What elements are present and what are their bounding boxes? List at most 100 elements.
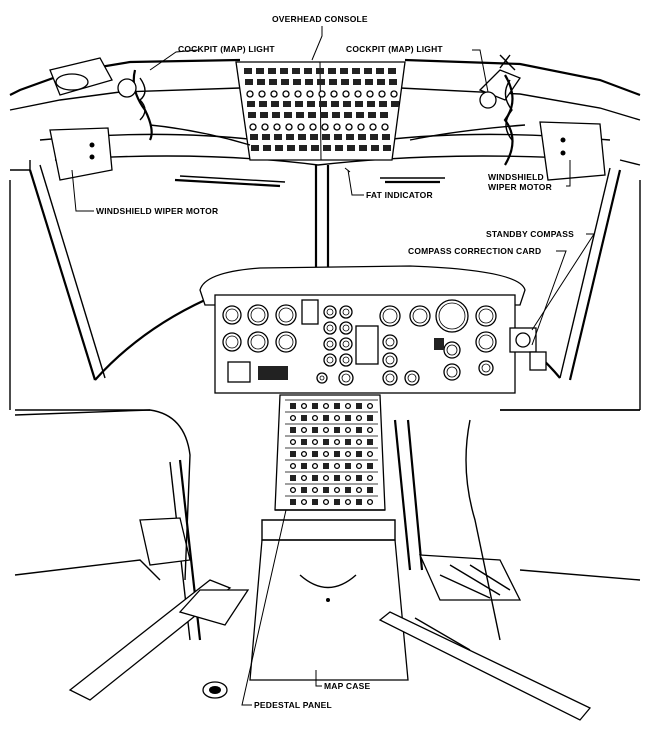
overhead-knob <box>285 123 293 131</box>
collective-levers <box>68 579 592 721</box>
pedestal-knob <box>333 462 341 470</box>
overhead-switch <box>293 79 301 85</box>
gauge-bezel <box>250 334 266 350</box>
gauge-bezel <box>342 356 350 364</box>
gauge-bezel <box>341 373 351 383</box>
overhead-switch <box>310 134 318 140</box>
pedestal-switch <box>356 499 362 505</box>
wiper-arms <box>149 124 526 188</box>
gauge <box>382 352 398 368</box>
overhead-switch <box>388 68 396 74</box>
gauge-bezel <box>382 308 398 324</box>
pedestal-knob <box>289 438 297 446</box>
windshield-wiper-motor-left <box>49 127 113 181</box>
overhead-switch <box>382 134 390 140</box>
label-windshield-wiper-motor-right-2: WIPER MOTOR <box>488 182 552 192</box>
overhead-switch <box>341 79 349 85</box>
pedestal-controls <box>285 399 378 506</box>
annunciator <box>301 299 319 325</box>
pedestal-switch <box>334 451 340 457</box>
pedestal-knob <box>344 450 352 458</box>
gauge-bezel <box>481 363 491 373</box>
gauge <box>443 341 461 359</box>
overhead-switch <box>283 101 291 107</box>
pedestal-switch <box>323 487 329 493</box>
label-windshield-wiper-motor-right-1: WINDSHIELD <box>488 172 544 182</box>
overhead-switch <box>256 68 264 74</box>
overhead-switch <box>299 145 307 151</box>
overhead-knob <box>369 123 377 131</box>
label-map-case: MAP CASE <box>324 681 371 691</box>
pilot-seats <box>14 409 641 641</box>
gauge-bezel <box>225 308 239 322</box>
overhead-switch <box>272 112 280 118</box>
pedestal-switch <box>345 439 351 445</box>
gauge-bezel <box>385 355 395 365</box>
pedestal-switch <box>312 451 318 457</box>
gauge <box>323 353 337 367</box>
pedestal-knob <box>322 402 330 410</box>
gauge <box>339 321 353 335</box>
pedestal-knob <box>355 438 363 446</box>
overhead-switch <box>391 101 399 107</box>
gauge-bezel <box>407 373 417 383</box>
overhead-switch <box>332 112 340 118</box>
overhead-knob <box>249 123 257 131</box>
pedestal-knob <box>311 462 319 470</box>
pedestal-switch <box>290 403 296 409</box>
overhead-knob <box>273 123 281 131</box>
overhead-switch <box>364 68 372 74</box>
pedestal-knob <box>322 426 330 434</box>
pedestal-switch <box>290 499 296 505</box>
overhead-switch <box>292 68 300 74</box>
pedestal-switch <box>323 439 329 445</box>
pedestal-knob <box>322 450 330 458</box>
overhead-switch <box>257 79 265 85</box>
pedestal-switch <box>312 403 318 409</box>
overhead-switch <box>319 101 327 107</box>
overhead-switch <box>260 112 268 118</box>
pedestal-switch <box>290 475 296 481</box>
overhead-switch <box>248 112 256 118</box>
overhead-switch <box>316 68 324 74</box>
label-cockpit-light-right: COCKPIT (MAP) LIGHT <box>346 44 443 54</box>
overhead-switch <box>347 145 355 151</box>
overhead-switch <box>371 145 379 151</box>
pedestal-knob <box>355 414 363 422</box>
overhead-switch <box>308 112 316 118</box>
overhead-switch <box>359 145 367 151</box>
pedestal-knob <box>311 414 319 422</box>
gauge-bezel <box>478 308 494 324</box>
overhead-knob <box>381 123 389 131</box>
pedestal-knob <box>311 486 319 494</box>
pedestal-switch <box>356 427 362 433</box>
overhead-knob <box>246 90 254 98</box>
overhead-knob <box>309 123 317 131</box>
gauge-bezel <box>385 337 395 347</box>
pedestal-switch <box>312 427 318 433</box>
overhead-switch <box>287 145 295 151</box>
pedestal-knob <box>289 486 297 494</box>
pedestal-switch <box>312 475 318 481</box>
overhead-switch <box>376 68 384 74</box>
pedestal-knob <box>300 498 308 506</box>
leader-lines <box>71 26 595 706</box>
gauge-bezel <box>278 334 294 350</box>
pedestal-switch <box>356 403 362 409</box>
overhead-switch <box>334 134 342 140</box>
overhead-switch <box>343 101 351 107</box>
overhead-switch <box>353 79 361 85</box>
overhead-knob <box>378 90 386 98</box>
overhead-switch <box>311 145 319 151</box>
pedestal-knob <box>311 438 319 446</box>
instrument-gauges <box>222 299 497 386</box>
side-panel <box>227 361 251 383</box>
overhead-switch <box>247 101 255 107</box>
gauge <box>339 337 353 351</box>
overhead-switch <box>322 134 330 140</box>
pedestal-knob <box>355 462 363 470</box>
cockpit-map-light-left <box>49 57 153 141</box>
gauge <box>339 305 353 319</box>
pedestal <box>274 394 386 511</box>
